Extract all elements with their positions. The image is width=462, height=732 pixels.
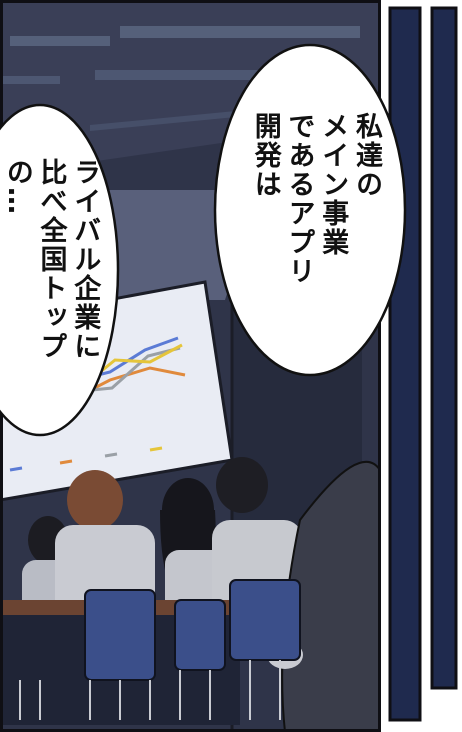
legend-swatch-2 <box>59 459 73 465</box>
speech-bubble-left <box>0 103 120 437</box>
side-panel <box>388 6 422 722</box>
speech-text-left: ライバル企業に 比べ全国トップ の… <box>0 158 101 398</box>
chair <box>84 589 156 681</box>
chair <box>229 579 301 661</box>
gutter <box>380 0 390 732</box>
chair <box>174 599 226 671</box>
legend-swatch-3 <box>104 452 118 458</box>
ceiling-light <box>95 70 350 80</box>
speech-bubble-right <box>213 43 407 377</box>
speech-line: 開発は <box>249 112 281 199</box>
side-panel <box>430 6 458 690</box>
speech-line: メイン事業 <box>317 112 349 257</box>
speech-line: 比べ全国トップ <box>35 158 67 361</box>
speech-text-right: 私達の メイン事業 であるアプリ 開発は <box>248 112 383 342</box>
speech-line: ライバル企業に <box>69 158 101 361</box>
chair-legs <box>19 660 281 720</box>
legend-swatch-4 <box>149 446 163 452</box>
ceiling-light <box>0 76 60 84</box>
speech-line: であるアプリ <box>283 112 315 286</box>
ceiling-light <box>10 36 110 46</box>
legend-swatch-1 <box>9 466 23 472</box>
speech-line: 私達の <box>351 112 382 199</box>
speech-line: の… <box>1 158 33 216</box>
ceiling-light <box>120 26 360 38</box>
